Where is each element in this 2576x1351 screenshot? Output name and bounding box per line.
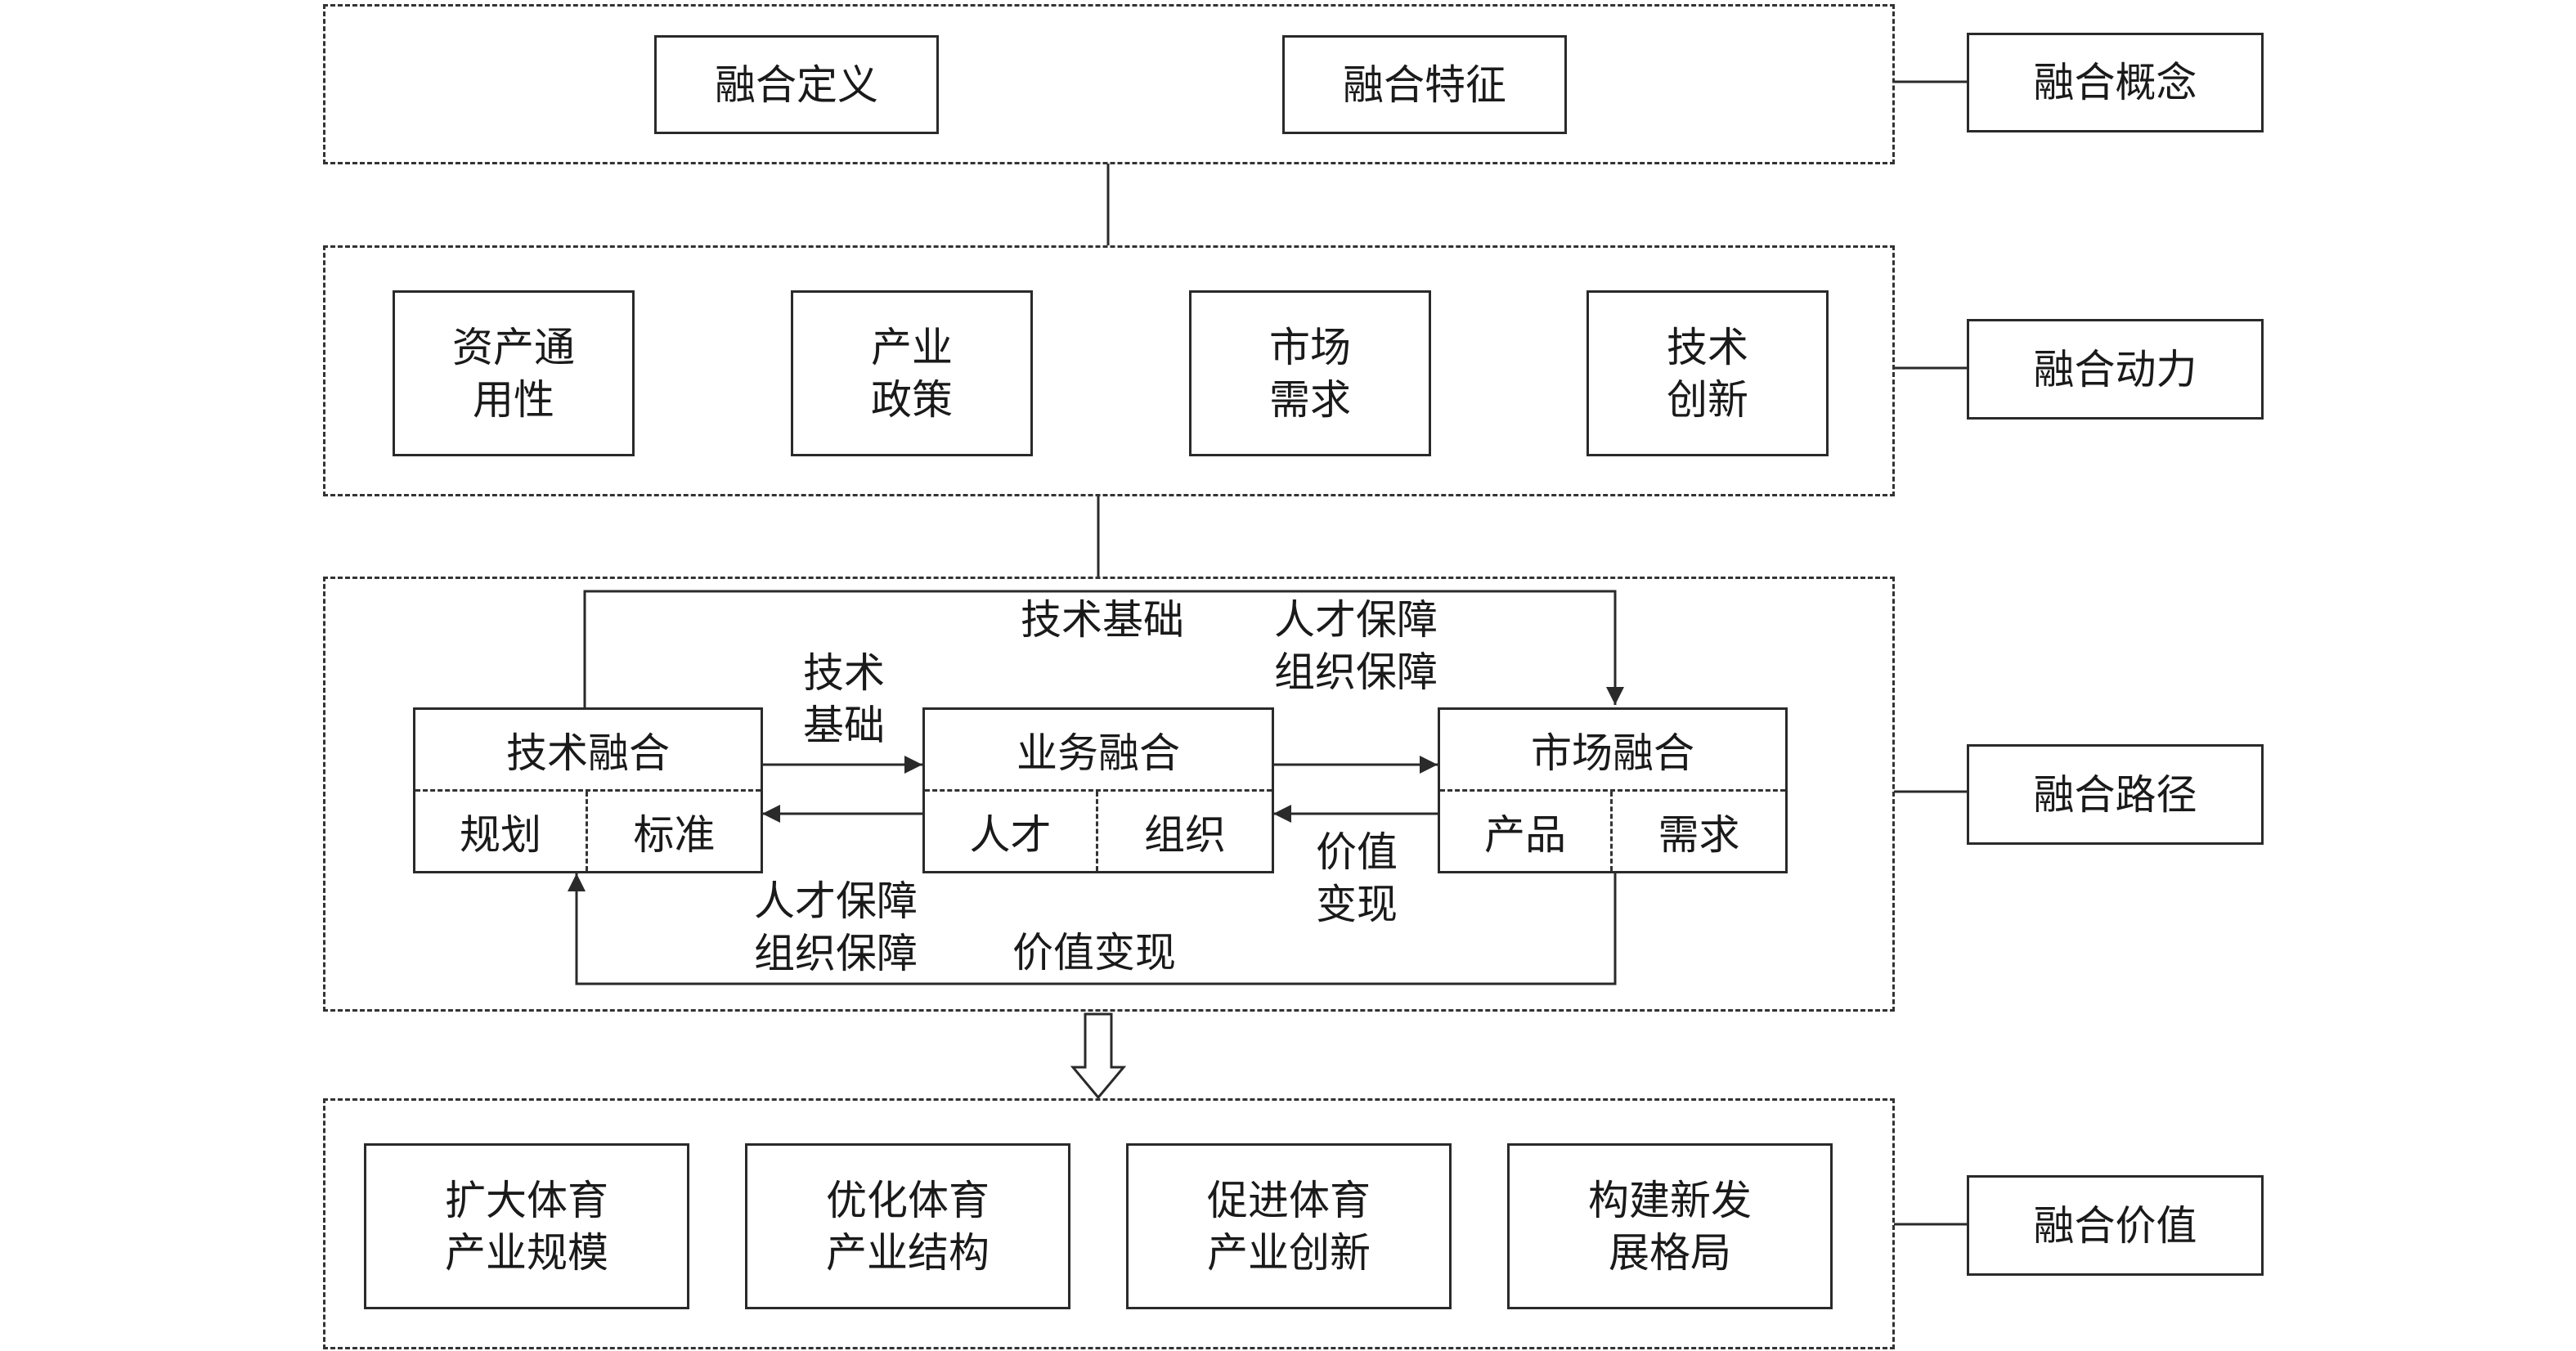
arrow-tech-to-market: [583, 590, 1624, 707]
market-fusion-title: 市场融合: [1440, 710, 1785, 792]
value-new-pattern-box: 构建新发 展格局: [1507, 1143, 1833, 1309]
market-fusion-box: 市场融合 产品 需求: [1438, 707, 1788, 873]
value-structure-box: 优化体育 产业结构: [745, 1143, 1070, 1309]
driver-policy-box: 产业 政策: [791, 290, 1033, 456]
side-label-drivers: 融合动力: [1967, 319, 2264, 420]
path-group: [323, 577, 1895, 1012]
side-label-path: 融合路径: [1967, 744, 2264, 845]
business-fusion-organization: 组织: [1144, 810, 1226, 859]
value-innovation-box: 促进体育 产业创新: [1126, 1143, 1452, 1309]
driver-market-box: 市场 需求: [1189, 290, 1431, 456]
market-fusion-product: 产品: [1440, 792, 1613, 871]
label-bottom-value-realization: 价值变现: [1012, 929, 1176, 976]
tech-fusion-planning: 规划: [415, 792, 588, 871]
label-tech-to-business: 技术 基础: [803, 649, 885, 749]
driver-asset-box: 资产通 用性: [393, 290, 635, 456]
side-label-value: 融合价值: [1967, 1175, 2264, 1276]
business-fusion-box: 业务融合 人才 组织: [922, 707, 1274, 873]
label-business-to-tech: 人才保障 组织保障: [754, 877, 918, 977]
value-scale-box: 扩大体育 产业规模: [364, 1143, 689, 1309]
tech-fusion-standard: 标准: [633, 810, 716, 859]
label-top-tech-foundation: 技术基础: [1021, 596, 1184, 644]
business-fusion-talent: 人才: [925, 792, 1098, 871]
concept-group: [323, 4, 1895, 164]
concept-definition-box: 融合定义: [654, 35, 939, 134]
arrow-market-to-tech: [568, 871, 1617, 985]
side-label-concept: 融合概念: [1967, 33, 2264, 132]
market-fusion-demand: 需求: [1658, 810, 1740, 859]
label-top-guarantees: 人才保障 组织保障: [1274, 596, 1438, 696]
hollow-down-arrow: [1070, 1012, 1127, 1100]
value-group: [323, 1098, 1895, 1349]
label-market-to-business: 价值 变现: [1316, 828, 1398, 928]
tech-fusion-box: 技术融合 规划 标准: [413, 707, 763, 873]
tech-fusion-title: 技术融合: [415, 710, 761, 792]
driver-tech-box: 技术 创新: [1586, 290, 1829, 456]
concept-feature-box: 融合特征: [1282, 35, 1567, 134]
business-fusion-title: 业务融合: [925, 710, 1272, 792]
drivers-group: [323, 245, 1895, 496]
